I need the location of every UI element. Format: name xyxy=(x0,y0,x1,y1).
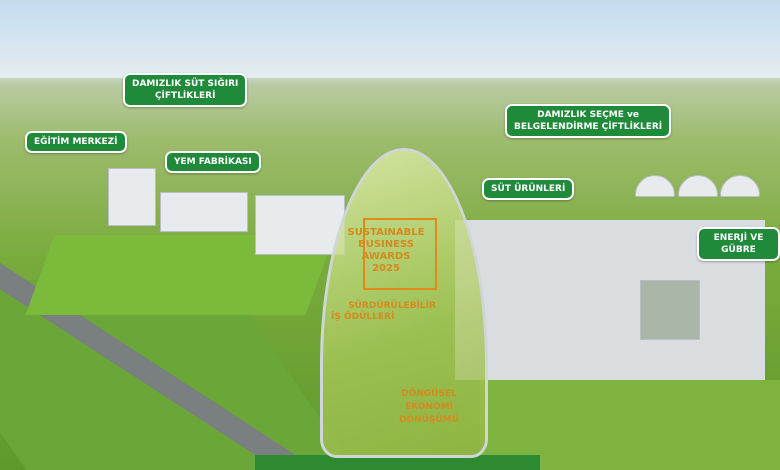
label-energy-fertilizer: ENERJİ VE GÜBRE xyxy=(697,227,780,261)
award-line: İŞ ÖDÜLLERİ xyxy=(331,312,395,322)
building xyxy=(255,195,345,255)
award-line: BUSINESS xyxy=(358,239,414,250)
label-line: DAMIZLIK SÜT SIĞIRI xyxy=(132,79,239,89)
award-trophy: SUSTAINABLE BUSINESS AWARDS 2025 SÜRDÜRÜ… xyxy=(320,148,488,458)
biogas-tank xyxy=(678,175,718,197)
label-line: ÇİFTLİKLERİ xyxy=(154,91,216,101)
award-line: AWARDS xyxy=(361,251,411,262)
category-line: EKONOMİ xyxy=(405,402,453,412)
building xyxy=(640,280,700,340)
category-line: DÖNÜŞÜMÜ xyxy=(398,415,460,425)
label-selection-farms: DAMIZLIK SEÇME ve BELGELENDİRME ÇİFTLİKLE… xyxy=(505,104,672,138)
category-line: DÖNGÜSEL xyxy=(401,389,457,399)
trophy-base xyxy=(255,455,540,470)
label-training-center: EĞİTİM MERKEZİ xyxy=(25,131,127,153)
label-line: DAMIZLIK SEÇME ve xyxy=(537,110,640,120)
label-breeding-cattle-farms: DAMIZLIK SÜT SIĞIRI ÇİFTLİKLERİ xyxy=(123,73,248,107)
biogas-tank xyxy=(635,175,675,197)
award-line: 2025 xyxy=(372,263,400,274)
biogas-tank xyxy=(720,175,760,197)
award-category: DÖNGÜSEL EKONOMİ DÖNÜŞÜMÜ xyxy=(348,388,510,427)
award-line: SUSTAINABLE xyxy=(347,227,425,238)
label-line: BELGELENDİRME ÇİFTLİKLERİ xyxy=(514,122,663,132)
award-title: SUSTAINABLE BUSINESS AWARDS 2025 xyxy=(305,227,467,275)
label-dairy-products: SÜT ÜRÜNLERİ xyxy=(482,178,575,200)
sky xyxy=(0,0,780,78)
award-title-tr: SÜRDÜRÜLEBİLİR İŞ ÖDÜLLERİ xyxy=(311,301,473,323)
label-feed-factory: YEM FABRİKASI xyxy=(165,151,261,173)
award-logo-frame xyxy=(363,218,437,290)
award-line: SÜRDÜRÜLEBİLİR xyxy=(348,301,436,311)
building xyxy=(160,192,248,232)
building xyxy=(108,168,156,226)
